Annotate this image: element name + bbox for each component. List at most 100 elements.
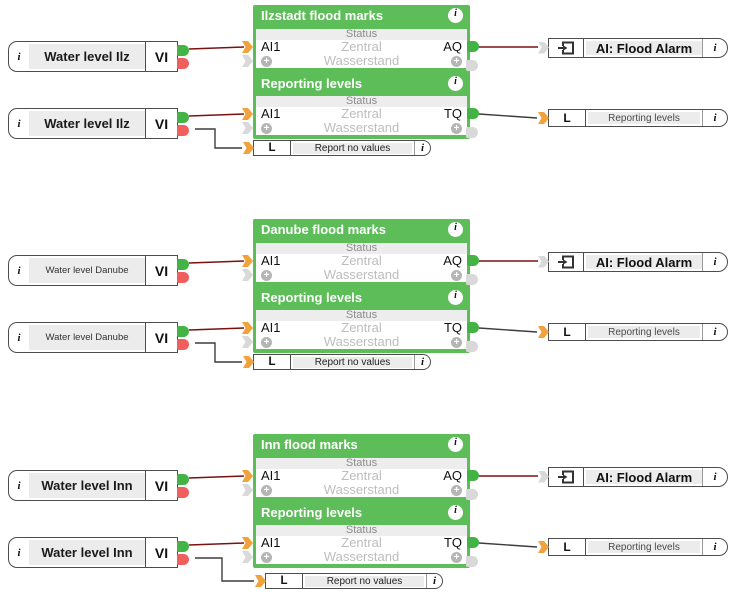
info-icon[interactable]: i bbox=[426, 574, 442, 588]
report-no-values-block[interactable]: L Report no values i bbox=[243, 140, 431, 156]
report-no-values-block[interactable]: L Report no values i bbox=[255, 573, 443, 589]
block-header[interactable]: Danube flood marks i bbox=[253, 219, 470, 240]
input-connector-arrow[interactable] bbox=[538, 255, 549, 268]
function-block-stack[interactable]: Ilzstadt flood marks i Status AI1 Zentra… bbox=[242, 5, 479, 139]
reporting-levels-output-block[interactable]: L Reporting levels i bbox=[538, 538, 728, 556]
info-icon[interactable]: i bbox=[17, 117, 21, 130]
reporting-levels-output-block[interactable]: L Reporting levels i bbox=[538, 109, 728, 127]
add-output-icon[interactable]: + bbox=[451, 484, 462, 496]
info-icon[interactable]: i bbox=[17, 50, 21, 63]
error-output-pin[interactable] bbox=[177, 339, 189, 350]
info-icon[interactable]: i bbox=[702, 253, 727, 271]
add-input-icon[interactable]: + bbox=[261, 55, 272, 67]
output-pin[interactable] bbox=[466, 556, 478, 567]
info-icon[interactable]: i bbox=[414, 141, 430, 155]
input-connector-arrow[interactable] bbox=[242, 269, 253, 281]
info-icon[interactable]: i bbox=[448, 222, 463, 237]
info-icon[interactable]: i bbox=[702, 539, 727, 555]
input-connector-arrow[interactable] bbox=[242, 41, 253, 53]
input-block-water-level[interactable]: i Water level Danube VI bbox=[8, 322, 189, 353]
block-header[interactable]: Inn flood marks i bbox=[253, 434, 470, 455]
add-output-icon[interactable]: + bbox=[451, 122, 462, 134]
error-output-pin[interactable] bbox=[177, 58, 189, 69]
tq-output-pin[interactable] bbox=[467, 537, 479, 548]
input-block-water-level[interactable]: i Water level Ilz VI bbox=[8, 108, 189, 139]
info-icon[interactable]: i bbox=[448, 76, 463, 91]
function-block-stack[interactable]: Danube flood marks i Status AI1 Zentral … bbox=[242, 219, 479, 353]
input-connector-arrow[interactable] bbox=[242, 551, 253, 563]
info-icon[interactable]: i bbox=[702, 110, 727, 126]
input-block-water-level[interactable]: i Water level Danube VI bbox=[8, 255, 189, 286]
info-icon[interactable]: i bbox=[448, 437, 463, 452]
block-header[interactable]: Reporting levels i bbox=[253, 287, 470, 308]
input-connector-arrow[interactable] bbox=[242, 108, 253, 120]
add-output-icon[interactable]: + bbox=[451, 269, 462, 281]
tq-output-pin[interactable] bbox=[467, 322, 479, 333]
input-connector-arrow[interactable] bbox=[242, 336, 253, 348]
output-pin[interactable] bbox=[466, 274, 478, 285]
block-header[interactable]: Reporting levels i bbox=[253, 73, 470, 94]
info-icon[interactable]: i bbox=[17, 479, 21, 492]
value-output-pin[interactable] bbox=[177, 541, 189, 552]
input-connector-arrow[interactable] bbox=[255, 575, 266, 587]
aq-output-pin[interactable] bbox=[467, 470, 479, 481]
output-pin[interactable] bbox=[466, 341, 478, 352]
tq-output-pin[interactable] bbox=[467, 108, 479, 119]
input-connector-arrow[interactable] bbox=[538, 326, 549, 338]
output-pin[interactable] bbox=[466, 60, 478, 71]
input-connector-arrow[interactable] bbox=[538, 112, 549, 124]
flood-alarm-output-block[interactable]: AI: Flood Alarm i bbox=[538, 38, 728, 58]
input-connector-arrow[interactable] bbox=[242, 322, 253, 334]
info-icon[interactable]: i bbox=[17, 331, 21, 344]
info-icon[interactable]: i bbox=[17, 546, 21, 559]
flood-alarm-output-block[interactable]: AI: Flood Alarm i bbox=[538, 252, 728, 272]
info-icon[interactable]: i bbox=[702, 39, 727, 57]
info-icon[interactable]: i bbox=[414, 355, 430, 369]
add-output-icon[interactable]: + bbox=[451, 55, 462, 67]
flood-alarm-output-block[interactable]: AI: Flood Alarm i bbox=[538, 467, 728, 487]
input-connector-arrow[interactable] bbox=[242, 470, 253, 482]
add-input-icon[interactable]: + bbox=[261, 269, 272, 281]
aq-output-pin[interactable] bbox=[467, 255, 479, 266]
error-output-pin[interactable] bbox=[177, 272, 189, 283]
input-connector-arrow[interactable] bbox=[538, 470, 549, 483]
info-icon[interactable]: i bbox=[448, 505, 463, 520]
function-block-stack[interactable]: Inn flood marks i Status AI1 Zentral AQ … bbox=[242, 434, 479, 568]
input-connector-arrow[interactable] bbox=[242, 255, 253, 267]
info-icon[interactable]: i bbox=[448, 8, 463, 23]
input-connector-arrow[interactable] bbox=[243, 142, 254, 154]
info-icon[interactable]: i bbox=[702, 468, 727, 486]
info-icon[interactable]: i bbox=[17, 264, 21, 277]
info-icon[interactable]: i bbox=[448, 290, 463, 305]
input-block-water-level[interactable]: i Water level Inn VI bbox=[8, 470, 189, 501]
add-input-icon[interactable]: + bbox=[261, 551, 272, 563]
add-output-icon[interactable]: + bbox=[451, 551, 462, 563]
input-connector-arrow[interactable] bbox=[538, 541, 549, 553]
add-input-icon[interactable]: + bbox=[261, 122, 272, 134]
input-connector-arrow[interactable] bbox=[242, 122, 253, 134]
report-no-values-block[interactable]: L Report no values i bbox=[243, 354, 431, 370]
info-icon[interactable]: i bbox=[702, 324, 727, 340]
value-output-pin[interactable] bbox=[177, 259, 189, 270]
input-block-water-level[interactable]: i Water level Inn VI bbox=[8, 537, 189, 568]
input-connector-arrow[interactable] bbox=[538, 41, 549, 54]
output-pin[interactable] bbox=[466, 489, 478, 500]
input-connector-arrow[interactable] bbox=[243, 356, 254, 368]
error-output-pin[interactable] bbox=[177, 125, 189, 136]
value-output-pin[interactable] bbox=[177, 112, 189, 123]
value-output-pin[interactable] bbox=[177, 326, 189, 337]
add-input-icon[interactable]: + bbox=[261, 484, 272, 496]
input-block-water-level[interactable]: i Water level Ilz VI bbox=[8, 41, 189, 72]
output-pin[interactable] bbox=[466, 127, 478, 138]
input-connector-arrow[interactable] bbox=[242, 484, 253, 496]
value-output-pin[interactable] bbox=[177, 474, 189, 485]
add-output-icon[interactable]: + bbox=[451, 336, 462, 348]
block-header[interactable]: Ilzstadt flood marks i bbox=[253, 5, 470, 26]
aq-output-pin[interactable] bbox=[467, 41, 479, 52]
input-connector-arrow[interactable] bbox=[242, 55, 253, 67]
add-input-icon[interactable]: + bbox=[261, 336, 272, 348]
value-output-pin[interactable] bbox=[177, 45, 189, 56]
reporting-levels-output-block[interactable]: L Reporting levels i bbox=[538, 323, 728, 341]
error-output-pin[interactable] bbox=[177, 554, 189, 565]
block-header[interactable]: Reporting levels i bbox=[253, 502, 470, 523]
